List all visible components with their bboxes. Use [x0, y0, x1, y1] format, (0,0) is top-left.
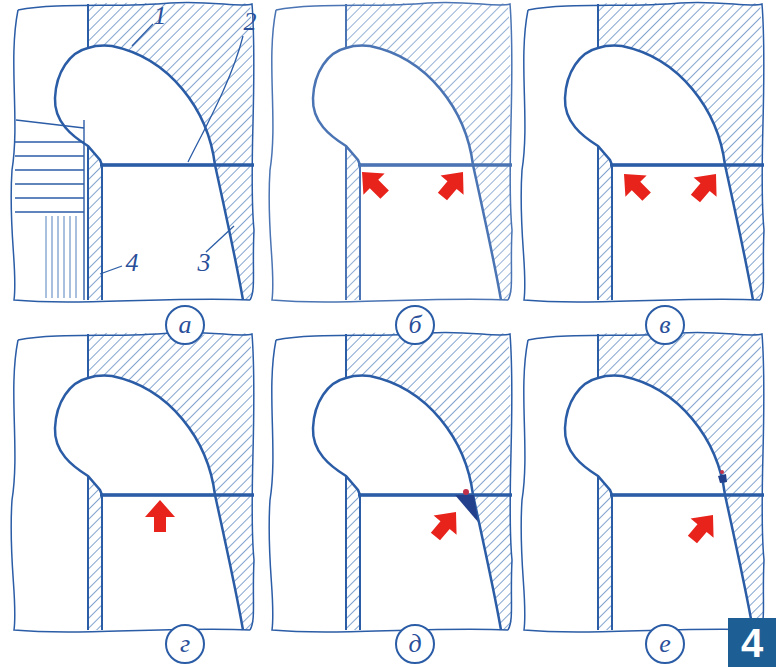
panel-letter-circle: б [395, 305, 435, 345]
panel-letter: а [179, 312, 192, 338]
panel-letter: д [408, 631, 421, 657]
figure-number-box: 4 [728, 618, 776, 667]
panel-letter-circle: г [165, 624, 205, 664]
callout-number: 2 [244, 9, 257, 35]
panel-letter-circle: д [395, 624, 435, 664]
panel-letter-circle: а [165, 305, 205, 345]
figure-number: 4 [741, 623, 763, 663]
panel-letter: г [180, 631, 190, 657]
panel-letter: в [659, 312, 670, 338]
panel-letter-circle: е [645, 624, 685, 664]
callout-number: 1 [154, 3, 167, 29]
callout-number: 4 [126, 250, 139, 276]
panel-letter: е [659, 631, 671, 657]
callout-number: 3 [198, 250, 211, 276]
panel-letter: б [408, 312, 421, 338]
panel-letter-circle: в [645, 305, 685, 345]
